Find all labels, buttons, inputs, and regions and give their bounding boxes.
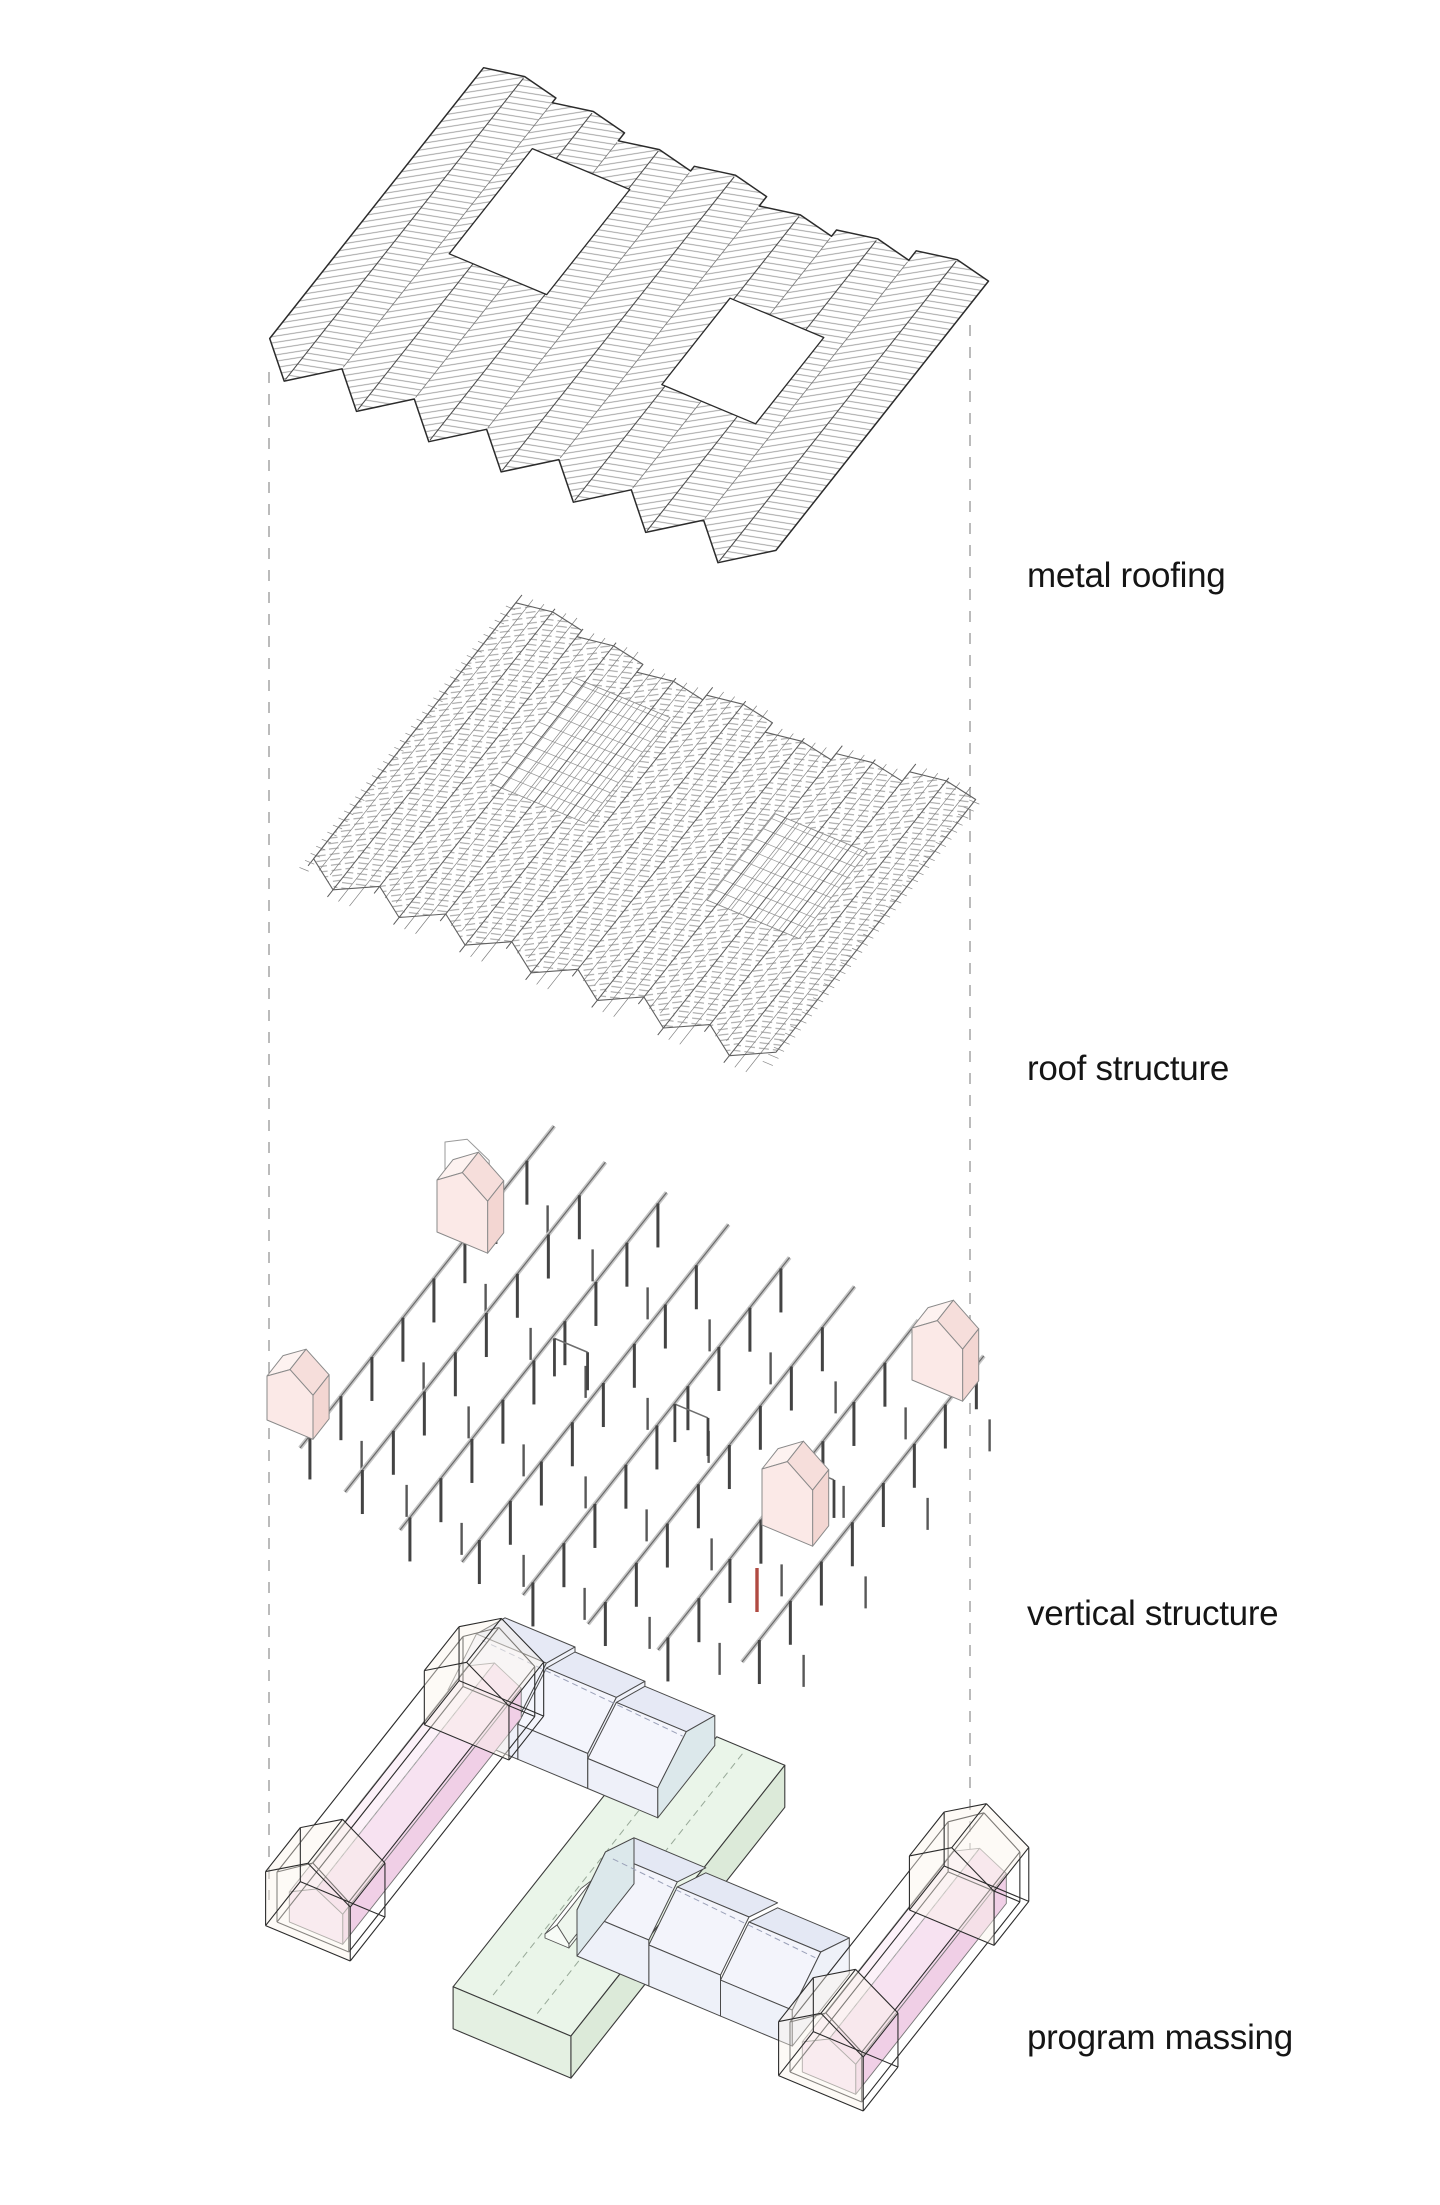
label-program-massing: program massing	[1027, 2018, 1293, 2057]
layer-program-massing-drawing	[265, 1617, 1030, 2112]
label-metal-roofing: metal roofing	[1027, 556, 1226, 595]
layer-metal-roofing-drawing	[268, 66, 990, 564]
label-roof-structure: roof structure	[1027, 1049, 1229, 1088]
layer-roof-structure-drawing	[299, 594, 980, 1073]
label-vertical-structure: vertical structure	[1027, 1594, 1279, 1633]
layer-vertical-structure-drawing	[266, 1124, 991, 1687]
projection-guides	[268, 325, 971, 1900]
